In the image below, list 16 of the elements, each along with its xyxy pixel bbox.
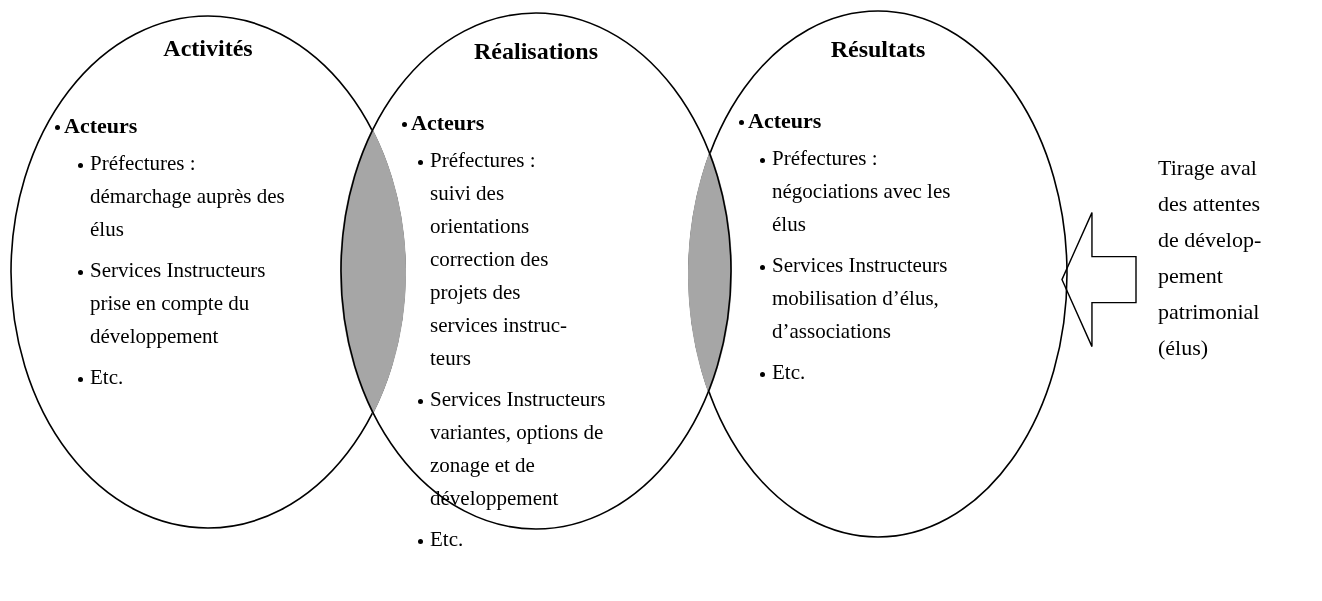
list-heading: Acteurs — [748, 107, 822, 135]
list-item: Etc. — [430, 526, 465, 553]
section-title: Activités — [162, 35, 254, 62]
list-item: Préfectures : négociations avec les élus — [772, 145, 952, 238]
list-item: Etc. — [772, 359, 807, 386]
section-title: Résultats — [829, 36, 927, 63]
annotation-text: Tirage aval des attentes de dévelop- pement patrimonial (élus) — [1158, 154, 1263, 362]
section-title: Réalisations — [473, 38, 599, 65]
list-item: Etc. — [90, 364, 125, 391]
block-arrow — [1061, 211, 1137, 348]
list-item: Services Instructeurs mobilisation d’élus, d’associations — [772, 252, 949, 345]
list-item: Services Instructeurs prise en compte du développement — [90, 257, 267, 350]
list-heading: Acteurs — [411, 109, 485, 137]
list-item: Préfectures : suivi des orientations correction des projets des services instruc- teurs — [430, 147, 569, 372]
list-heading: Acteurs — [64, 112, 138, 140]
list-item: Préfectures : démarchage auprès des élus — [90, 150, 286, 243]
